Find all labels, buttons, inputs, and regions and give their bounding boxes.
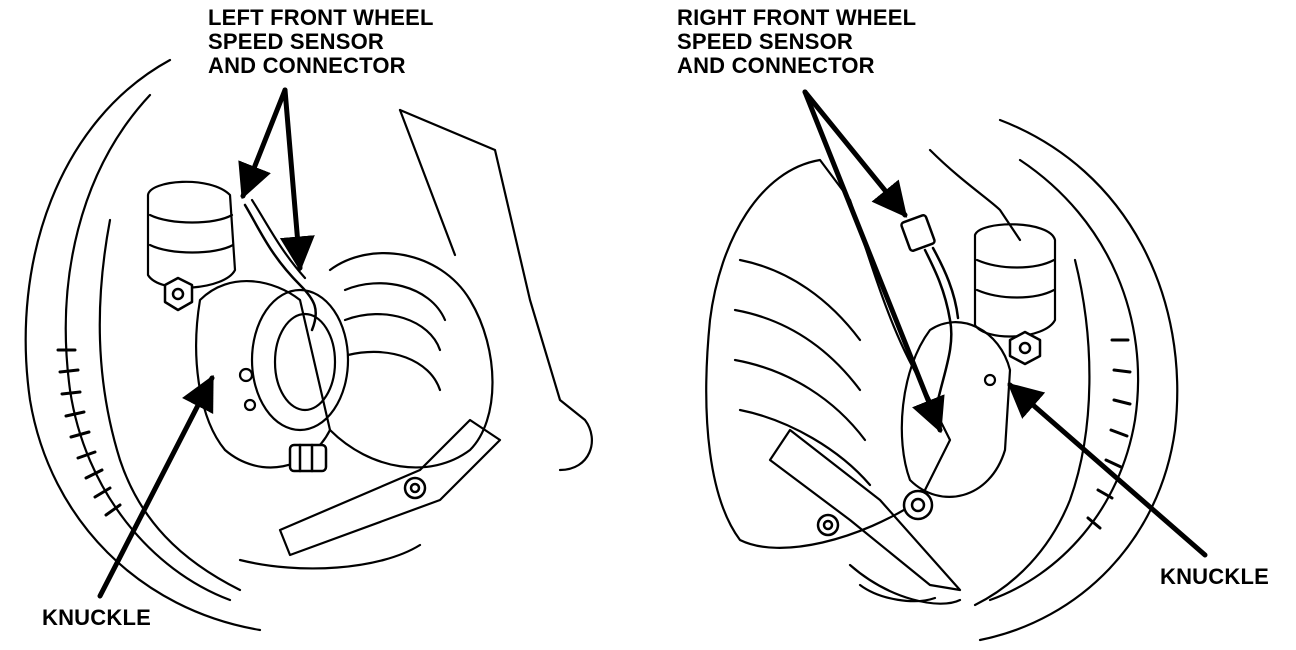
right-ball-joint	[973, 223, 1057, 338]
left-disc-outer	[24, 58, 262, 632]
left-lower-arm	[278, 418, 502, 557]
right-driveshaft-boot	[705, 158, 952, 549]
left-sensor-arrows	[238, 87, 315, 272]
right-knuckle-body	[900, 321, 1012, 498]
left-small-bolt	[403, 476, 427, 500]
left-knuckle-label: KNUCKLE	[42, 605, 151, 630]
left-knuckle-arrow	[97, 374, 215, 599]
right-sensor-arrows	[802, 89, 945, 434]
right-sensor-label-line3: AND CONNECTOR	[677, 53, 875, 78]
right-knuckle-arrow	[1007, 382, 1208, 558]
left-nut	[163, 276, 194, 312]
right-lower-bolt	[902, 489, 934, 521]
right-lower-arm	[768, 428, 962, 592]
right-disc-outer	[978, 118, 1179, 642]
right-sensor-label-line2: SPEED SENSOR	[677, 29, 854, 54]
left-sensor-label-line2: SPEED SENSOR	[208, 29, 385, 54]
right-knuckle-label: KNUCKLE	[1160, 564, 1269, 589]
left-lower-bolt	[288, 443, 328, 473]
left-knuckle-body	[195, 279, 332, 469]
right-wheel-assembly	[705, 118, 1179, 642]
right-sensor-connector	[900, 214, 960, 402]
left-hub	[250, 288, 350, 432]
right-strut	[928, 148, 1022, 242]
right-sensor-label-line1: RIGHT FRONT WHEEL	[677, 5, 917, 30]
left-driveshaft-boot	[328, 252, 494, 469]
left-wheel-assembly	[24, 58, 593, 632]
left-strut	[398, 108, 593, 472]
right-disc-rim	[973, 258, 1091, 607]
left-tone-ring-teeth	[56, 348, 122, 517]
right-tone-ring-teeth	[1086, 338, 1132, 530]
right-small-bolt	[816, 513, 840, 537]
right-nut	[1008, 330, 1042, 366]
right-sensor-label: RIGHT FRONT WHEEL SPEED SENSOR AND CONNE…	[677, 6, 916, 78]
left-disc-rim	[98, 218, 242, 592]
left-sensor-label-line1: LEFT FRONT WHEEL	[208, 5, 434, 30]
left-sensor-label-line3: AND CONNECTOR	[208, 53, 406, 78]
left-sensor-label: LEFT FRONT WHEEL SPEED SENSOR AND CONNEC…	[208, 6, 434, 78]
left-disc-inner	[64, 93, 232, 602]
left-sensor-wire	[243, 203, 317, 332]
left-ball-joint	[146, 180, 237, 289]
right-disc-inner	[988, 158, 1140, 602]
